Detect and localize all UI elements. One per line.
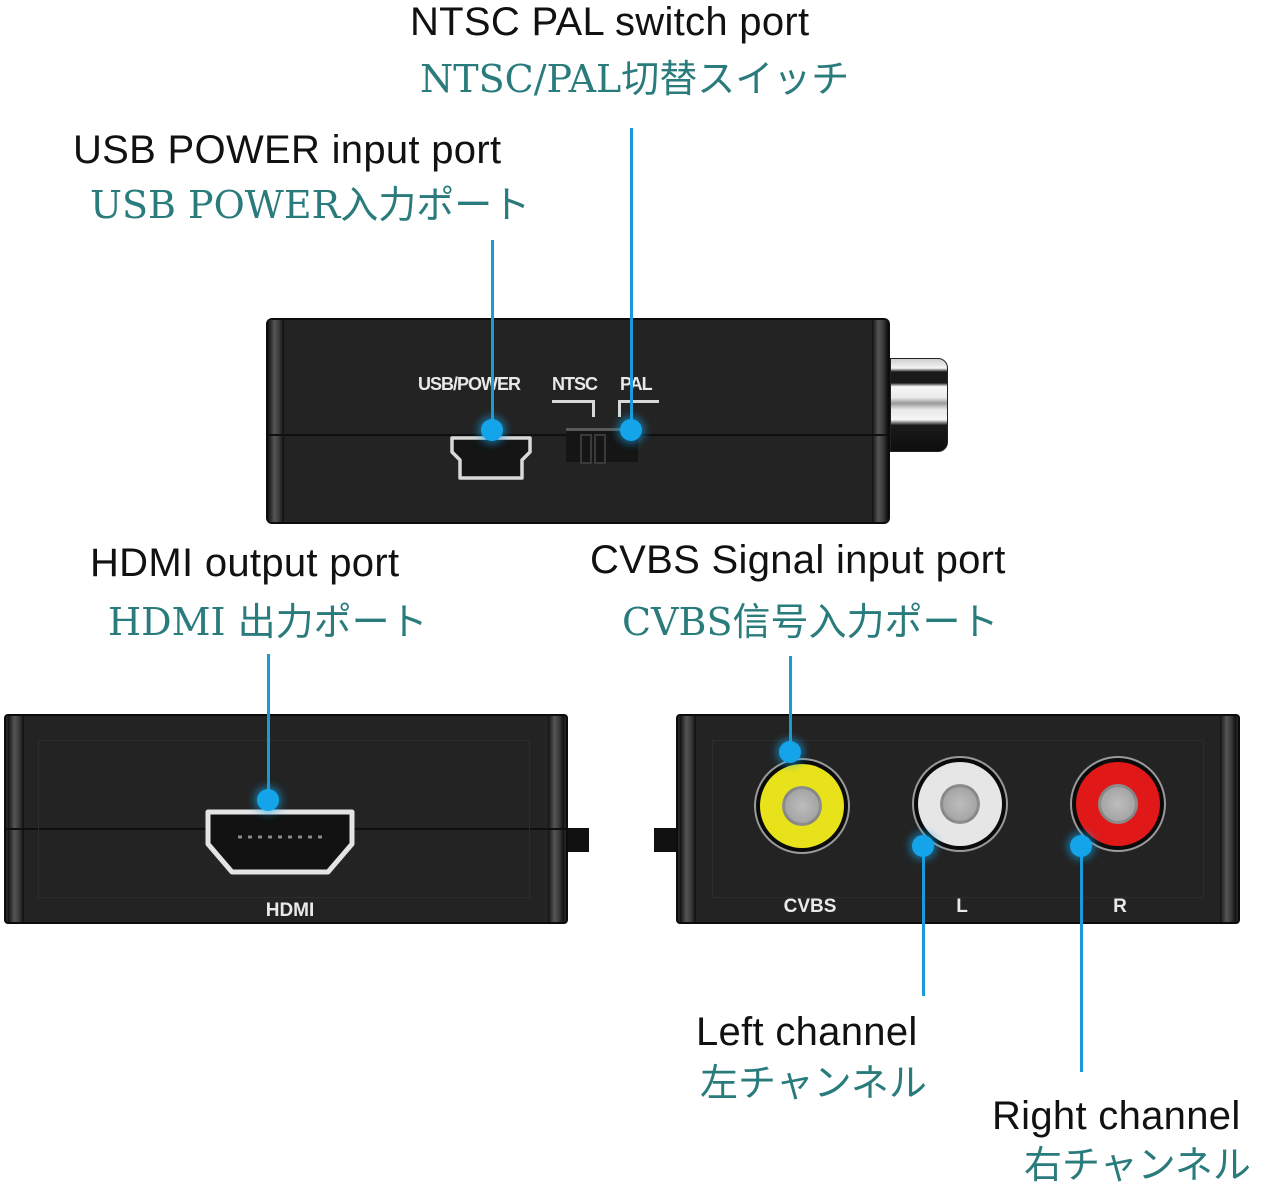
hdmi-port-icon[interactable] [200,804,360,884]
ntsc-bracket [552,400,595,417]
device-edge-right [1220,716,1236,922]
cvbs-input-label-jp: CVBS信号入力ポート [622,600,999,644]
device-edge-left [268,320,284,522]
usb-power-label-jp: USB POWER入力ポート [90,183,531,227]
ntsc-pal-switch-label-jp: NTSC/PAL切替スイッチ [420,57,850,101]
cvbs-print: CVBS [783,896,837,917]
cvbs-input-label-en: CVBS Signal input port [590,538,1006,582]
ntsc-pal-leader-line [630,128,633,430]
ntsc-pal-marker-dot [620,419,642,441]
cvbs-yellow-rca-jack[interactable] [760,764,844,848]
device-edge-left [8,716,24,922]
hdmi-marker-dot [257,789,279,811]
hdmi-output-label-jp: HDMI 出力ポート [108,600,428,644]
hdmi-output-label-en: HDMI output port [90,541,400,585]
mini-usb-port-icon[interactable] [446,432,536,484]
cvbs-leader-line [789,656,792,752]
left-white-rca-jack[interactable] [918,762,1002,846]
converter-top-view: USB/POWER NTSC PAL [266,318,890,524]
rca-pin [1098,784,1138,824]
device-side-tab-left [565,828,589,852]
converter-rca-side: CVBS L R [676,714,1240,924]
rca-pin [940,784,980,824]
right-red-rca-jack[interactable] [1076,762,1160,846]
ntsc-print: NTSC [552,374,598,394]
switch-track [566,428,638,431]
left-channel-leader-line [922,846,925,996]
right-channel-label-en: Right channel [992,1094,1241,1138]
left-channel-label-jp: 左チャンネル [700,1061,927,1105]
usb-power-label-en: USB POWER input port [73,128,502,172]
rca-pin [782,786,822,826]
r-print: R [1113,896,1127,917]
ntsc-pal-switch-label-en: NTSC PAL switch port [410,0,810,44]
device-face-panel [38,740,530,898]
l-print: L [956,896,968,917]
device-edge-right [872,320,888,522]
cvbs-marker-dot [779,741,801,763]
device-side-tab-right [654,828,680,852]
hdmi-leader-line [267,654,270,800]
left-channel-label-en: Left channel [696,1010,918,1054]
pal-bracket [618,400,659,417]
left-channel-marker-dot [912,835,934,857]
device-edge-left [680,716,696,922]
right-channel-marker-dot [1070,835,1092,857]
rca-jack-side-view [890,358,948,452]
right-channel-leader-line [1080,846,1083,1072]
right-channel-label-jp: 右チャンネル [1024,1143,1251,1187]
device-edge-right [548,716,564,922]
switch-slot [580,434,592,464]
usb-power-marker-dot [481,419,503,441]
device-face-panel [712,740,1204,898]
converter-hdmi-side: HDMI [4,714,568,924]
usb-power-print: USB/POWER [418,374,521,394]
pal-print: PAL [620,374,653,394]
hdmi-print: HDMI [265,900,315,921]
usb-power-leader-line [491,240,494,430]
switch-knob [594,434,606,464]
